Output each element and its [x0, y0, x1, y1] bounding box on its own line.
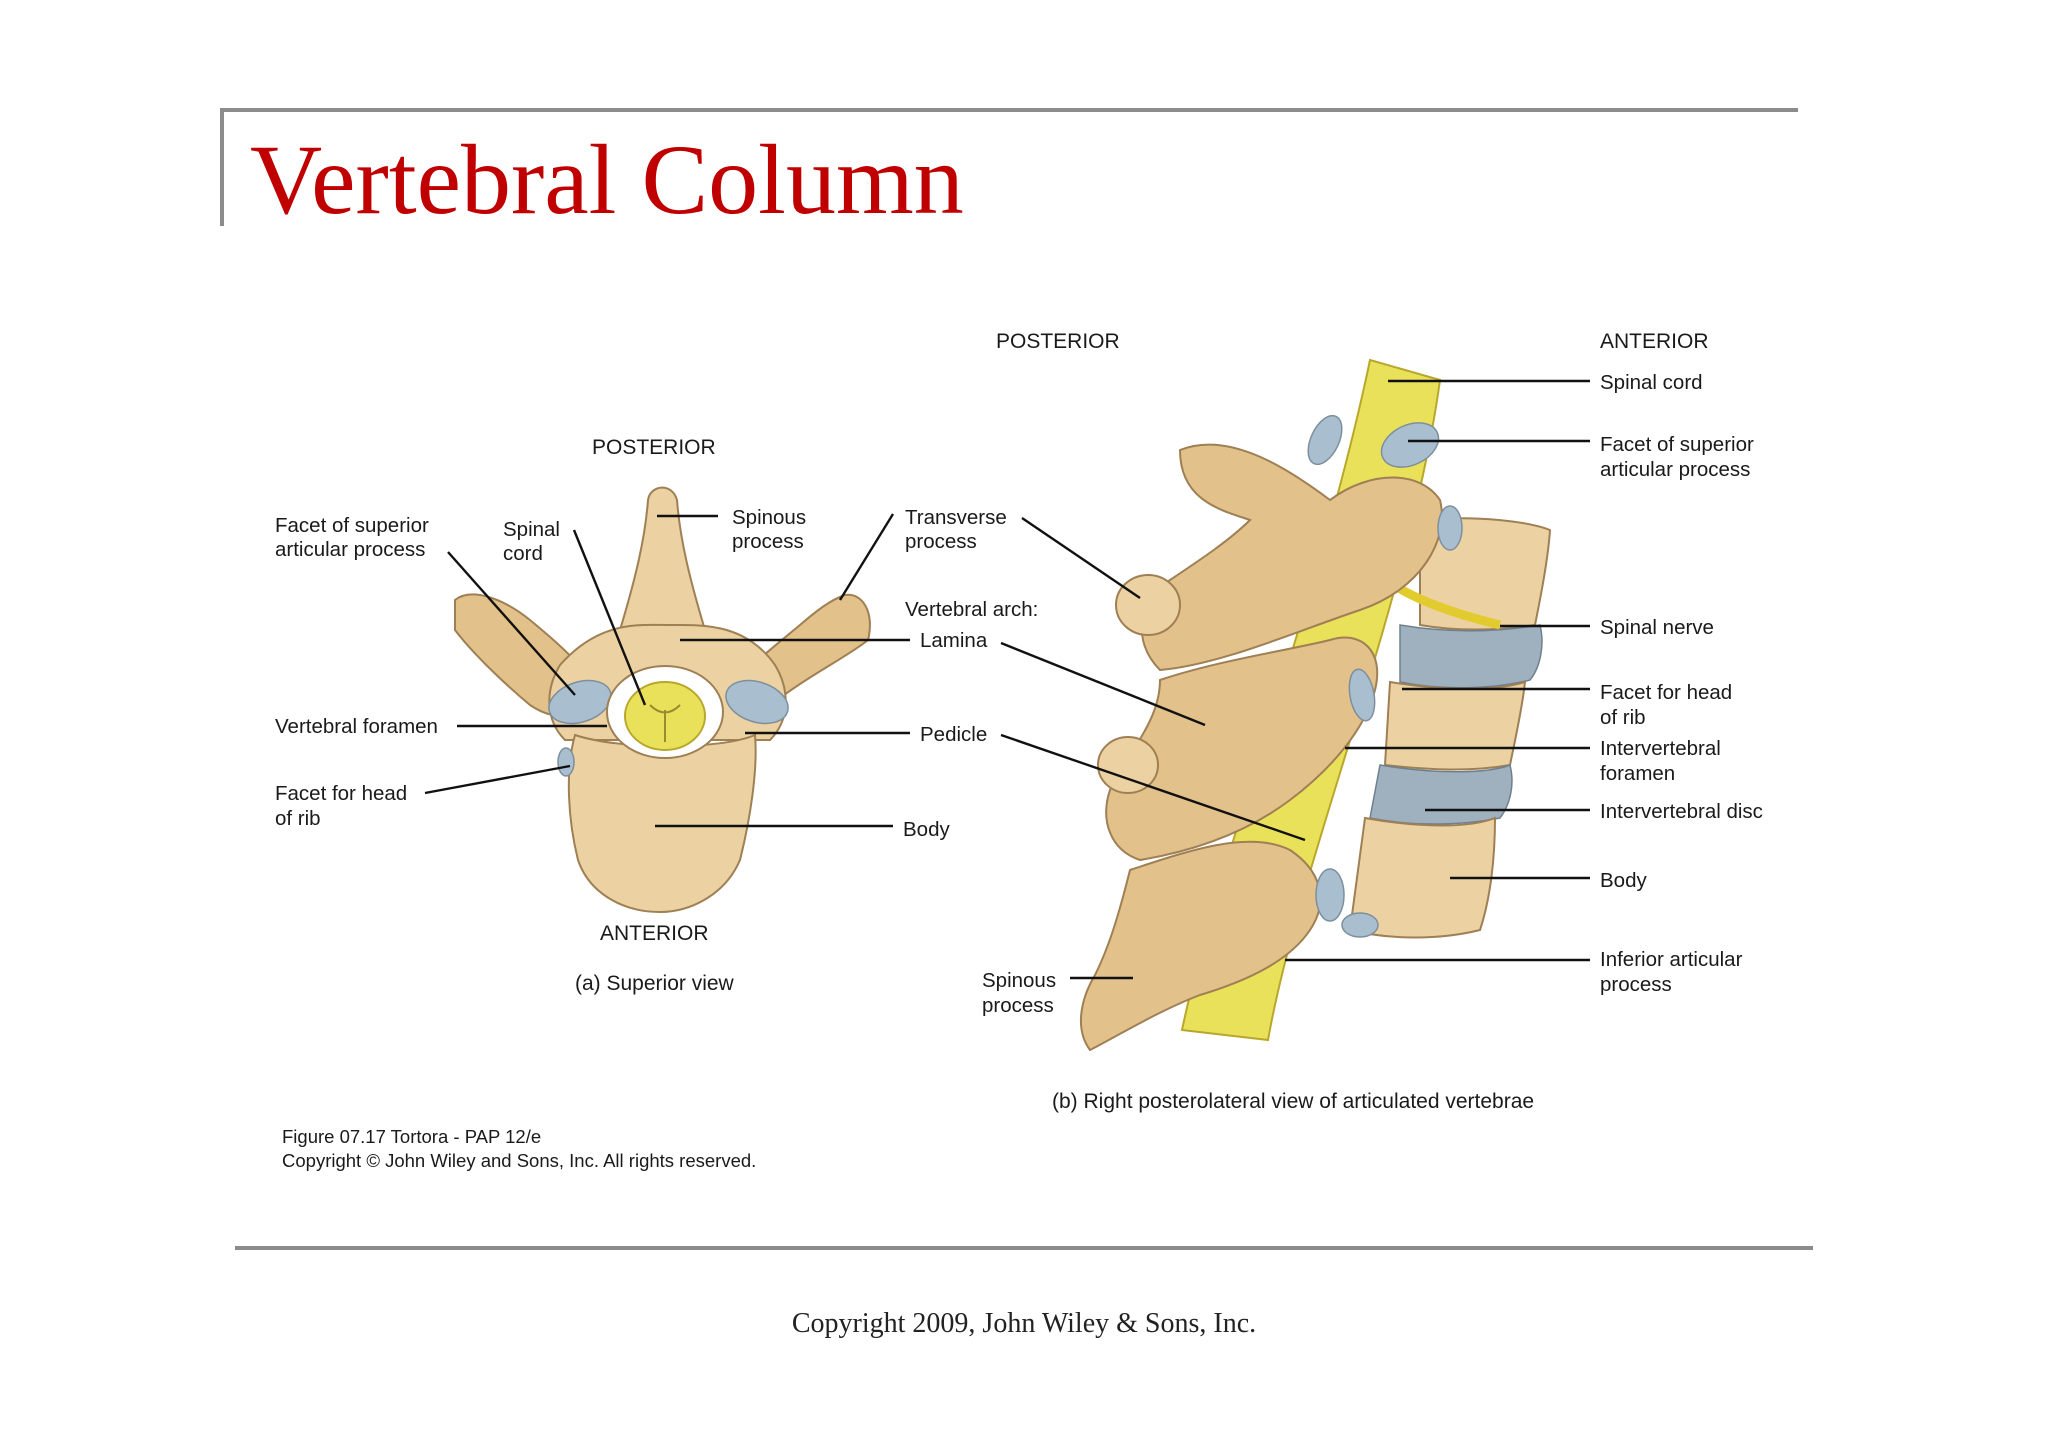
lower-articular-facet: [1315, 868, 1345, 922]
label-b-spinous-2: process: [982, 994, 1054, 1017]
label-b-iv-disc: Intervertebral disc: [1600, 800, 1763, 823]
upper-vertebra-arch: [1141, 443, 1443, 672]
upper-intervertebral-disc: [1399, 624, 1543, 689]
spinous-process-shape: [618, 486, 707, 631]
label-a-spinous-2: process: [732, 530, 804, 553]
panel-b-caption: (b) Right posterolateral view of articul…: [1052, 1090, 1534, 1113]
middle-vertebra-arch: [1105, 636, 1379, 862]
label-b-spinal-cord: Spinal cord: [1600, 371, 1703, 394]
label-a-lamina: Lamina: [920, 629, 988, 652]
upper-inferior-facet: [1437, 505, 1463, 551]
label-a-vertebral-foramen: Vertebral foramen: [275, 715, 438, 738]
leader-a-facet-rib: [424, 764, 571, 795]
label-a-pedicle: Pedicle: [920, 723, 987, 746]
lower-vertebral-body: [1348, 816, 1497, 939]
label-a-facet-rib-1: Facet for head: [275, 782, 407, 805]
label-a-spinal-cord-2: cord: [503, 542, 543, 565]
label-a-facet-rib-2: of rib: [275, 807, 321, 830]
label-b-iv-foramen-2: foramen: [1600, 762, 1675, 785]
label-b-facet-superior-1: Facet of superior: [1600, 433, 1754, 456]
label-b-spinal-nerve: Spinal nerve: [1600, 616, 1714, 639]
transverse-process-knob: [1115, 574, 1181, 636]
label-b-facet-superior-2: articular process: [1600, 458, 1750, 481]
panel-b-posterior-label: POSTERIOR: [996, 330, 1120, 353]
panel-a-labels: POSTERIOR ANTERIOR (a) Superior view Fac…: [275, 436, 1038, 995]
label-a-vertebral-arch: Vertebral arch:: [905, 598, 1038, 621]
label-a-transverse-2: process: [905, 530, 977, 553]
label-b-facet-rib-1: Facet for head: [1600, 681, 1732, 704]
middle-transverse-knob: [1097, 736, 1159, 794]
figure-credit-line1: Figure 07.17 Tortora - PAP 12/e: [282, 1126, 541, 1147]
label-a-transverse-1: Transverse: [905, 506, 1007, 529]
leader-b-lamina: [1000, 641, 1206, 727]
panel-a-anterior-label: ANTERIOR: [600, 922, 709, 945]
label-a-spinous-1: Spinous: [732, 506, 806, 529]
leader-b-transverse: [1021, 517, 1141, 599]
label-b-iv-foramen-1: Intervertebral: [1600, 737, 1721, 760]
figure-credit-line2: Copyright © John Wiley and Sons, Inc. Al…: [282, 1150, 756, 1171]
lower-intervertebral-disc: [1369, 763, 1513, 825]
slide-footer: Copyright 2009, John Wiley & Sons, Inc.: [791, 1308, 1257, 1339]
panel-a-illustration: [454, 486, 871, 914]
label-b-facet-rib-2: of rib: [1600, 706, 1646, 729]
label-a-spinal-cord-1: Spinal: [503, 518, 560, 541]
slide-title: Vertebral Column: [250, 124, 964, 235]
panel-b-anterior-label: ANTERIOR: [1600, 330, 1709, 353]
left-rule: [220, 108, 224, 226]
upper-superior-facet: [1380, 422, 1440, 468]
middle-rib-facet: [1348, 668, 1376, 722]
middle-vertebral-body: [1383, 680, 1527, 771]
label-a-facet-superior-1: Facet of superior: [275, 514, 429, 537]
panel-b-illustration: [1079, 358, 1552, 1052]
label-b-spinous-1: Spinous: [982, 969, 1056, 992]
leader-b-pedicle: [1000, 733, 1306, 842]
panel-b-labels: POSTERIOR ANTERIOR (b) Right posterolate…: [982, 330, 1763, 1113]
panel-a-posterior-label: POSTERIOR: [592, 436, 716, 459]
label-b-body: Body: [1600, 869, 1647, 892]
label-b-inferior-1: Inferior articular: [1600, 948, 1743, 971]
label-b-inferior-2: process: [1600, 973, 1672, 996]
right-superior-facet: [725, 679, 789, 725]
left-superior-facet: [548, 679, 612, 725]
spinal-cord-grey-matter: [649, 704, 681, 742]
upper-superior-facet-2: [1307, 414, 1343, 466]
label-a-body: Body: [903, 818, 950, 841]
leader-a-facet-superior: [447, 551, 576, 696]
top-rule: [220, 108, 1798, 112]
bottom-rule: [235, 1246, 1813, 1250]
lower-vertebra-arch: [1079, 840, 1322, 1052]
panel-a-caption: (a) Superior view: [575, 972, 735, 995]
rib-facet-a: [557, 747, 575, 777]
vertebral-body-shape: [567, 733, 757, 914]
leader-a-spinal-cord: [572, 529, 647, 706]
lower-body-facet: [1341, 912, 1379, 938]
label-a-facet-superior-2: articular process: [275, 538, 425, 561]
leader-a-transverse: [838, 513, 895, 601]
